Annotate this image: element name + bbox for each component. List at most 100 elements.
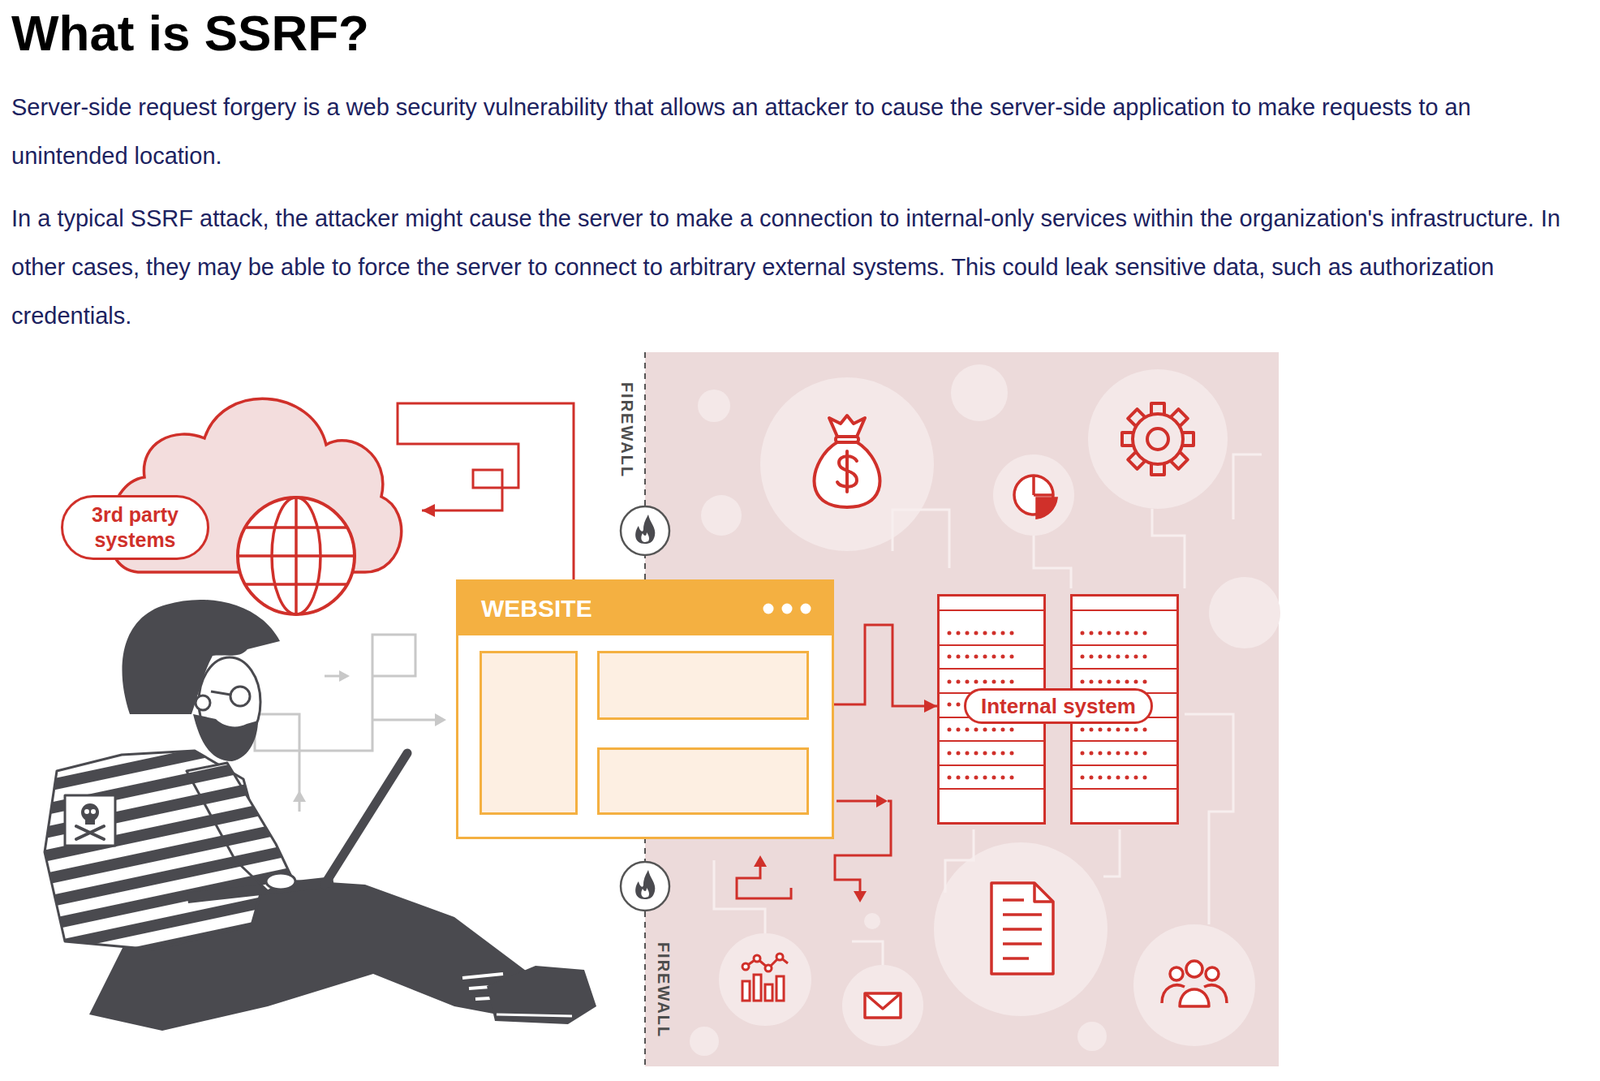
system-pill-label: 3rd party systems	[60, 494, 210, 560]
firewall-fire-icon	[620, 861, 670, 911]
server-racks: Internal system	[937, 593, 1179, 825]
illustration-part	[210, 691, 231, 695]
illustration-part	[836, 800, 878, 803]
pill-holder: 3rd party systems	[60, 494, 210, 560]
illustration-part	[829, 415, 865, 437]
illustration-part	[864, 993, 901, 1018]
illustration-part	[1082, 679, 1154, 684]
illustration-part	[993, 454, 1075, 536]
illustration-part	[845, 451, 849, 492]
illustration-part	[864, 912, 881, 930]
illustration-part	[1071, 787, 1179, 790]
illustration-part	[640, 887, 650, 898]
illustration-part	[64, 795, 116, 846]
illustration-part	[434, 713, 447, 727]
illustration-part	[718, 933, 812, 1026]
illustration-part	[876, 794, 888, 808]
illustration-part	[938, 764, 1046, 766]
connector-line	[397, 403, 574, 580]
illustration-part	[949, 679, 1021, 684]
mail-icon	[864, 993, 901, 1018]
illustration-part	[1082, 775, 1154, 780]
pill-holder: Internal system	[963, 688, 1153, 724]
document-icon	[991, 882, 1054, 974]
illustration-part	[1036, 498, 1057, 518]
label-holder: In a typical SSRF attack, the attacker m…	[11, 193, 1594, 340]
attacker-request-arrows	[254, 634, 447, 812]
illustration-part	[1077, 1021, 1107, 1051]
illustration-part	[765, 964, 772, 972]
illustration-part	[76, 825, 104, 839]
money-bag-icon	[814, 415, 881, 508]
illustration-part	[1082, 631, 1154, 636]
illustration-part	[949, 631, 1021, 636]
illustration-part	[1002, 899, 1042, 959]
illustration-part	[950, 364, 1008, 422]
illustration-part	[938, 609, 1046, 611]
illustration-part	[324, 675, 341, 678]
arrow-head	[421, 503, 435, 517]
illustration-part	[753, 954, 761, 962]
window-header: WEBSITE	[458, 581, 832, 636]
illustration-part	[1205, 967, 1219, 981]
title-holder: What is SSRF?	[11, 3, 370, 64]
connector	[397, 403, 574, 580]
illustration-part	[689, 1026, 719, 1056]
illustration-part	[892, 509, 950, 568]
illustration-part	[1071, 609, 1179, 611]
pie-chart-icon	[1014, 475, 1057, 518]
illustration-part	[90, 808, 96, 814]
illustration-part	[938, 739, 1046, 742]
illustration-part	[1169, 967, 1183, 981]
intro-paragraph: Server-side request forgery is a web sec…	[11, 82, 1594, 181]
page-panel	[479, 650, 578, 815]
illustration-part	[372, 718, 439, 722]
arrow-head	[924, 699, 938, 713]
illustration-part	[933, 842, 1108, 1016]
illustration-part	[949, 727, 1021, 732]
page-title: What is SSRF?	[11, 3, 370, 64]
illustration-part	[620, 506, 670, 555]
label-holder: FIREWALL	[617, 382, 637, 478]
illustration-part	[1082, 751, 1154, 756]
illustration-part	[1088, 369, 1228, 509]
illustration-part	[991, 882, 1054, 974]
illustration-part	[834, 800, 891, 893]
illustration-part	[742, 980, 750, 1001]
illustration-part	[1147, 428, 1169, 450]
illustration-part	[121, 599, 280, 714]
illustration-part	[640, 532, 650, 542]
illustration-part	[486, 965, 597, 1024]
illustration-part	[763, 603, 775, 615]
illustration-part	[1132, 413, 1183, 465]
label-holder: Server-side request forgery is a web sec…	[11, 82, 1594, 181]
illustration-part	[753, 855, 767, 867]
gear-icon	[1122, 403, 1194, 475]
illustration-part	[736, 864, 792, 899]
window-dots	[760, 600, 818, 617]
connector-line	[834, 624, 938, 706]
illustration-part	[753, 974, 762, 1001]
illustration-part	[1179, 989, 1209, 1007]
connector	[834, 624, 938, 713]
illustration-part	[945, 829, 974, 893]
illustration-part	[237, 497, 355, 615]
illustration-part	[1186, 960, 1203, 977]
illustration-part	[701, 494, 742, 536]
illustration-part	[842, 964, 924, 1046]
illustration-part	[949, 775, 1021, 780]
illustration-part	[938, 667, 1046, 670]
illustration-part	[938, 644, 1046, 646]
illustration-part	[938, 787, 1046, 790]
illustration-part	[1034, 882, 1054, 902]
illustration-part	[776, 976, 784, 1001]
illustration-part	[230, 686, 250, 706]
illustration-part	[1082, 654, 1154, 659]
illustration-part	[1033, 475, 1054, 495]
window-title: WEBSITE	[458, 581, 593, 636]
illustration-part	[1071, 764, 1179, 766]
illustration-part	[635, 869, 655, 899]
illustration-part	[1071, 739, 1179, 742]
illustration-part	[1071, 667, 1179, 670]
